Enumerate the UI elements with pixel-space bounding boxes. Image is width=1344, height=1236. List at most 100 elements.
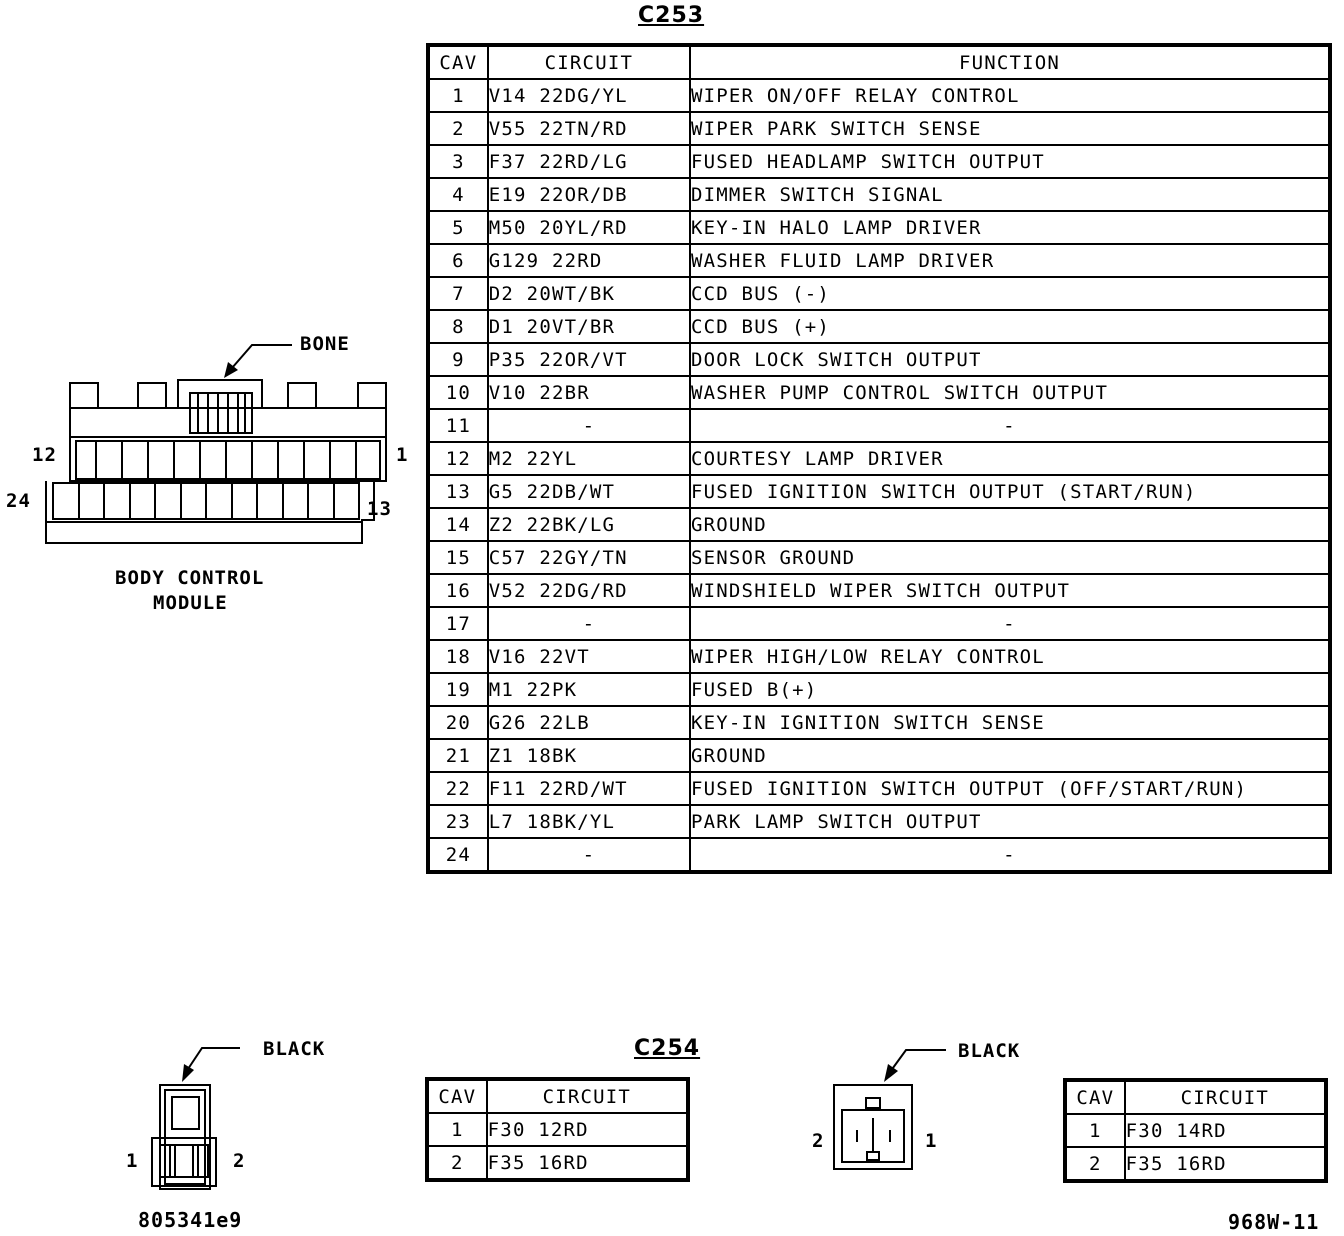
circuit-cell: D2 20WT/BK xyxy=(486,276,692,311)
table-header-row: CAV CIRCUIT xyxy=(427,1079,689,1114)
circuit-cell: V16 22VT xyxy=(486,639,692,674)
bcm-caption-line1: BODY CONTROL xyxy=(115,567,265,589)
cav-header: CAV xyxy=(427,1079,488,1114)
pin-12-label: 12 xyxy=(32,444,57,466)
c254-pin-2-label: 2 xyxy=(233,1150,246,1172)
function-cell: - xyxy=(689,606,1330,641)
circuit-cell: P35 22OR/VT xyxy=(486,342,692,377)
function-cell: FUSED IGNITION SWITCH OUTPUT (OFF/START/… xyxy=(689,771,1330,806)
circuit-cell: F30 12RD xyxy=(485,1112,689,1147)
circuit-cell: M2 22YL xyxy=(486,441,692,476)
c254-mate-pin-2-label: 2 xyxy=(812,1130,825,1152)
table-header-row: CAV CIRCUIT xyxy=(1065,1080,1327,1115)
cav-cell: 21 xyxy=(428,738,489,773)
circuit-cell: V10 22BR xyxy=(486,375,692,410)
function-cell: SENSOR GROUND xyxy=(689,540,1330,575)
cav-cell: 3 xyxy=(428,144,489,179)
circuit-cell: F37 22RD/LG xyxy=(486,144,692,179)
body-control-module-connector-drawing xyxy=(45,344,387,544)
function-cell: - xyxy=(689,837,1330,872)
function-header: FUNCTION xyxy=(689,45,1330,80)
circuit-cell: G26 22LB xyxy=(486,705,692,740)
function-cell: FUSED IGNITION SWITCH OUTPUT (START/RUN) xyxy=(689,474,1330,509)
circuit-cell: F11 22RD/WT xyxy=(486,771,692,806)
function-cell: WINDSHIELD WIPER SWITCH OUTPUT xyxy=(689,573,1330,608)
circuit-cell: C57 22GY/TN xyxy=(486,540,692,575)
c254-mate-pin-1-label: 1 xyxy=(925,1130,938,1152)
circuit-cell: M50 20YL/RD xyxy=(486,210,692,245)
table-header-row: CAV CIRCUIT FUNCTION xyxy=(428,45,1330,80)
c254-pin-1-label: 1 xyxy=(126,1150,139,1172)
c254-mate-connector-drawing xyxy=(833,1049,946,1170)
pin-24-label: 24 xyxy=(6,490,31,512)
cav-cell: 4 xyxy=(428,177,489,212)
cav-cell: 9 xyxy=(428,342,489,377)
circuit-cell: V55 22TN/RD xyxy=(486,111,692,146)
function-cell: GROUND xyxy=(689,738,1330,773)
image-id-label: 805341e9 xyxy=(138,1208,243,1232)
cav-cell: 1 xyxy=(427,1112,488,1147)
cav-cell: 19 xyxy=(428,672,489,707)
circuit-cell: D1 20VT/BR xyxy=(486,309,692,344)
cav-cell: 20 xyxy=(428,705,489,740)
cav-cell: 1 xyxy=(1065,1113,1126,1148)
cav-cell: 2 xyxy=(427,1145,488,1180)
circuit-cell: F30 14RD xyxy=(1123,1113,1327,1148)
cav-cell: 22 xyxy=(428,771,489,806)
circuit-header: CIRCUIT xyxy=(486,45,692,80)
figure-id-label: 968W-11 xyxy=(1228,1210,1320,1234)
pin-1-label: 1 xyxy=(396,444,409,466)
circuit-header: CIRCUIT xyxy=(485,1079,689,1114)
cav-header: CAV xyxy=(1065,1080,1126,1115)
cav-cell: 12 xyxy=(428,441,489,476)
circuit-cell: G129 22RD xyxy=(486,243,692,278)
circuit-cell: V52 22DG/RD xyxy=(486,573,692,608)
function-cell: KEY-IN IGNITION SWITCH SENSE xyxy=(689,705,1330,740)
cav-cell: 7 xyxy=(428,276,489,311)
cav-cell: 18 xyxy=(428,639,489,674)
function-cell: WASHER PUMP CONTROL SWITCH OUTPUT xyxy=(689,375,1330,410)
c253-title: C253 xyxy=(638,3,705,28)
circuit-cell: F35 16RD xyxy=(485,1145,689,1180)
circuit-cell: - xyxy=(486,408,692,443)
cav-cell: 16 xyxy=(428,573,489,608)
table-row: 24-- xyxy=(428,837,1330,872)
function-cell: FUSED HEADLAMP SWITCH OUTPUT xyxy=(689,144,1330,179)
circuit-cell: E19 22OR/DB xyxy=(486,177,692,212)
cav-cell: 15 xyxy=(428,540,489,575)
cav-cell: 8 xyxy=(428,309,489,344)
function-cell: GROUND xyxy=(689,507,1330,542)
circuit-cell: M1 22PK xyxy=(486,672,692,707)
function-cell: CCD BUS (+) xyxy=(689,309,1330,344)
function-cell: FUSED B(+) xyxy=(689,672,1330,707)
circuit-cell: G5 22DB/WT xyxy=(486,474,692,509)
circuit-cell: Z2 22BK/LG xyxy=(486,507,692,542)
cav-cell: 24 xyxy=(428,837,489,872)
function-cell: WIPER ON/OFF RELAY CONTROL xyxy=(689,78,1330,113)
cav-cell: 11 xyxy=(428,408,489,443)
cav-cell: 14 xyxy=(428,507,489,542)
